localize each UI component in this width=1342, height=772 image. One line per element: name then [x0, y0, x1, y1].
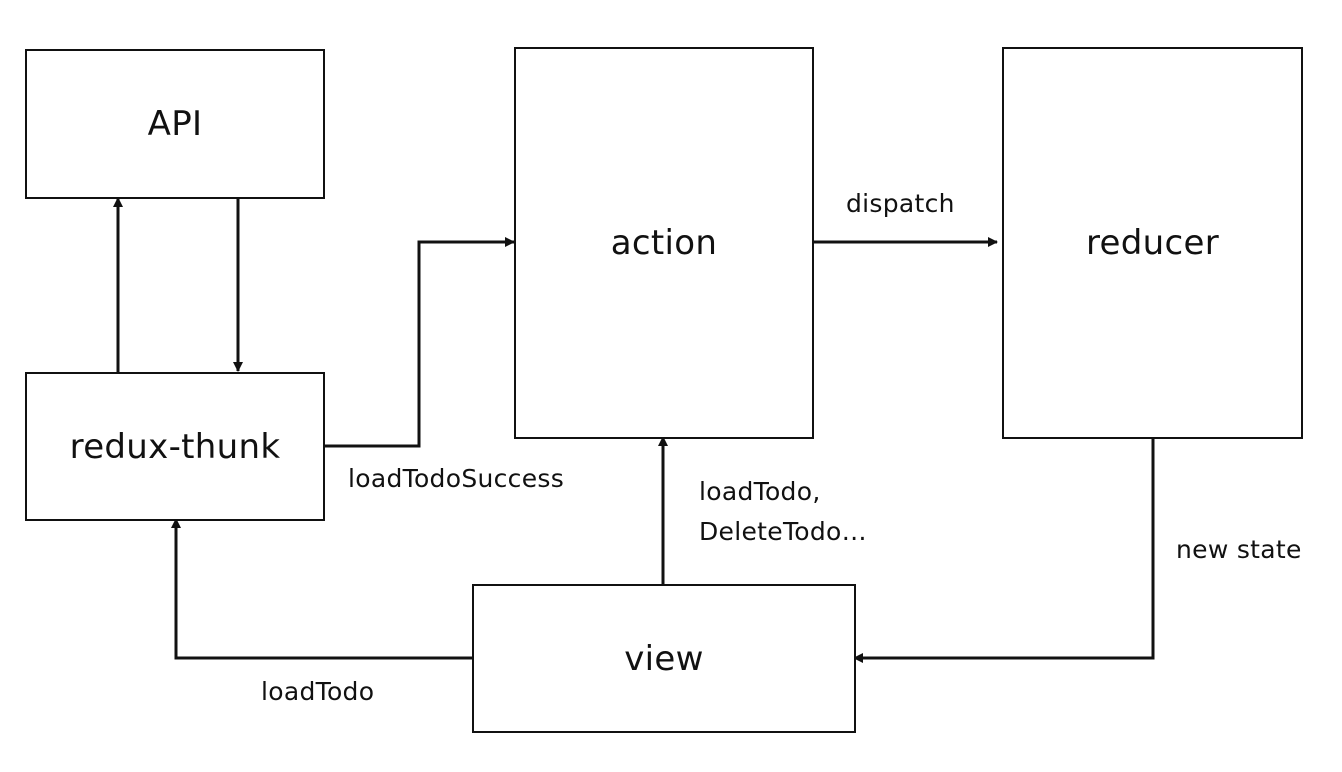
view-node: view: [472, 584, 856, 733]
redux-thunk-node: redux-thunk: [25, 372, 325, 521]
api-node-label: API: [147, 104, 203, 144]
edge-label-new-state: new state: [1176, 535, 1302, 564]
action-node: action: [514, 47, 814, 439]
view-node-label: view: [624, 638, 704, 679]
redux-thunk-node-label: redux-thunk: [69, 426, 281, 467]
edge-label-load-todo-line1: loadTodo,: [699, 477, 821, 506]
edge-label-delete-todo-line2: DeleteTodo…: [699, 517, 867, 546]
arrow-reducer-to-view: [853, 437, 1155, 663]
arrow-view-to-thunk: [171, 518, 473, 660]
reducer-node: reducer: [1002, 47, 1303, 439]
reducer-node-label: reducer: [1086, 223, 1219, 263]
edge-label-dispatch: dispatch: [846, 189, 955, 218]
arrow-thunk-to-action: [322, 237, 515, 448]
action-node-label: action: [610, 223, 718, 263]
edge-label-load-todo-success: loadTodoSuccess: [348, 464, 565, 493]
edge-label-load-todo: loadTodo: [261, 677, 375, 706]
api-node: API: [25, 49, 325, 199]
